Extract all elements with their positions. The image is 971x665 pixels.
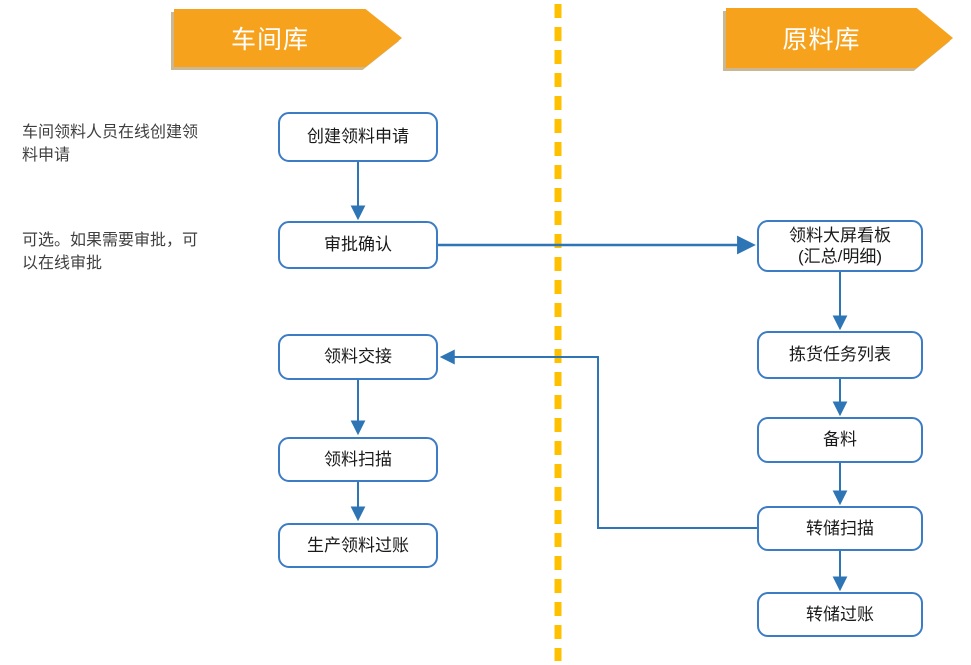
flow-node-label: 拣货任务列表 bbox=[789, 345, 891, 365]
flow-node-label: 创建领料申请 bbox=[307, 127, 409, 147]
flow-node-production-issue-posting: 生产领料过账 bbox=[278, 523, 438, 568]
annotation-approve-note: 可选。如果需要审批，可 以在线审批 bbox=[22, 232, 199, 273]
flow-node-transfer-scan: 转储扫描 bbox=[757, 506, 923, 551]
flow-node-approve-confirm: 审批确认 bbox=[278, 221, 438, 269]
flow-node-picking-task-list: 拣货任务列表 bbox=[757, 331, 923, 379]
flow-node-material-scan: 领料扫描 bbox=[278, 437, 438, 482]
flow-node-sublabel: (汇总/明细) bbox=[797, 247, 883, 266]
flow-node-label: 审批确认 bbox=[324, 235, 392, 255]
flow-node-label: 转储扫描 bbox=[806, 518, 874, 538]
annotation-create-note: 车间领料人员在线创建领 料申请 bbox=[22, 124, 199, 165]
flow-node-label: 生产领料过账 bbox=[307, 535, 409, 555]
flow-node-label: 转储过账 bbox=[806, 604, 874, 624]
flow-node-requisition-dashboard: 领料大屏看板 (汇总/明细) bbox=[757, 220, 923, 272]
lane-header-raw-material-label: 原料库 bbox=[782, 26, 861, 54]
flow-node-create-requisition: 创建领料申请 bbox=[278, 112, 438, 162]
flow-node-material-handover: 领料交接 bbox=[278, 334, 438, 380]
flow-node-transfer-posting: 转储过账 bbox=[757, 592, 923, 637]
lane-header-workshop-label: 车间库 bbox=[230, 26, 309, 54]
flow-node-label: 领料交接 bbox=[324, 347, 392, 367]
edge-transferscan-handover bbox=[439, 349, 757, 529]
flow-node-material-preparation: 备料 bbox=[757, 417, 923, 463]
lane-header-workshop: 车间库 bbox=[174, 9, 402, 67]
lane-header-raw-material: 原料库 bbox=[726, 8, 953, 68]
flow-node-label: 领料大屏看板 bbox=[789, 225, 891, 245]
flow-node-label: 备料 bbox=[823, 430, 857, 450]
flow-node-label: 领料扫描 bbox=[324, 449, 392, 469]
